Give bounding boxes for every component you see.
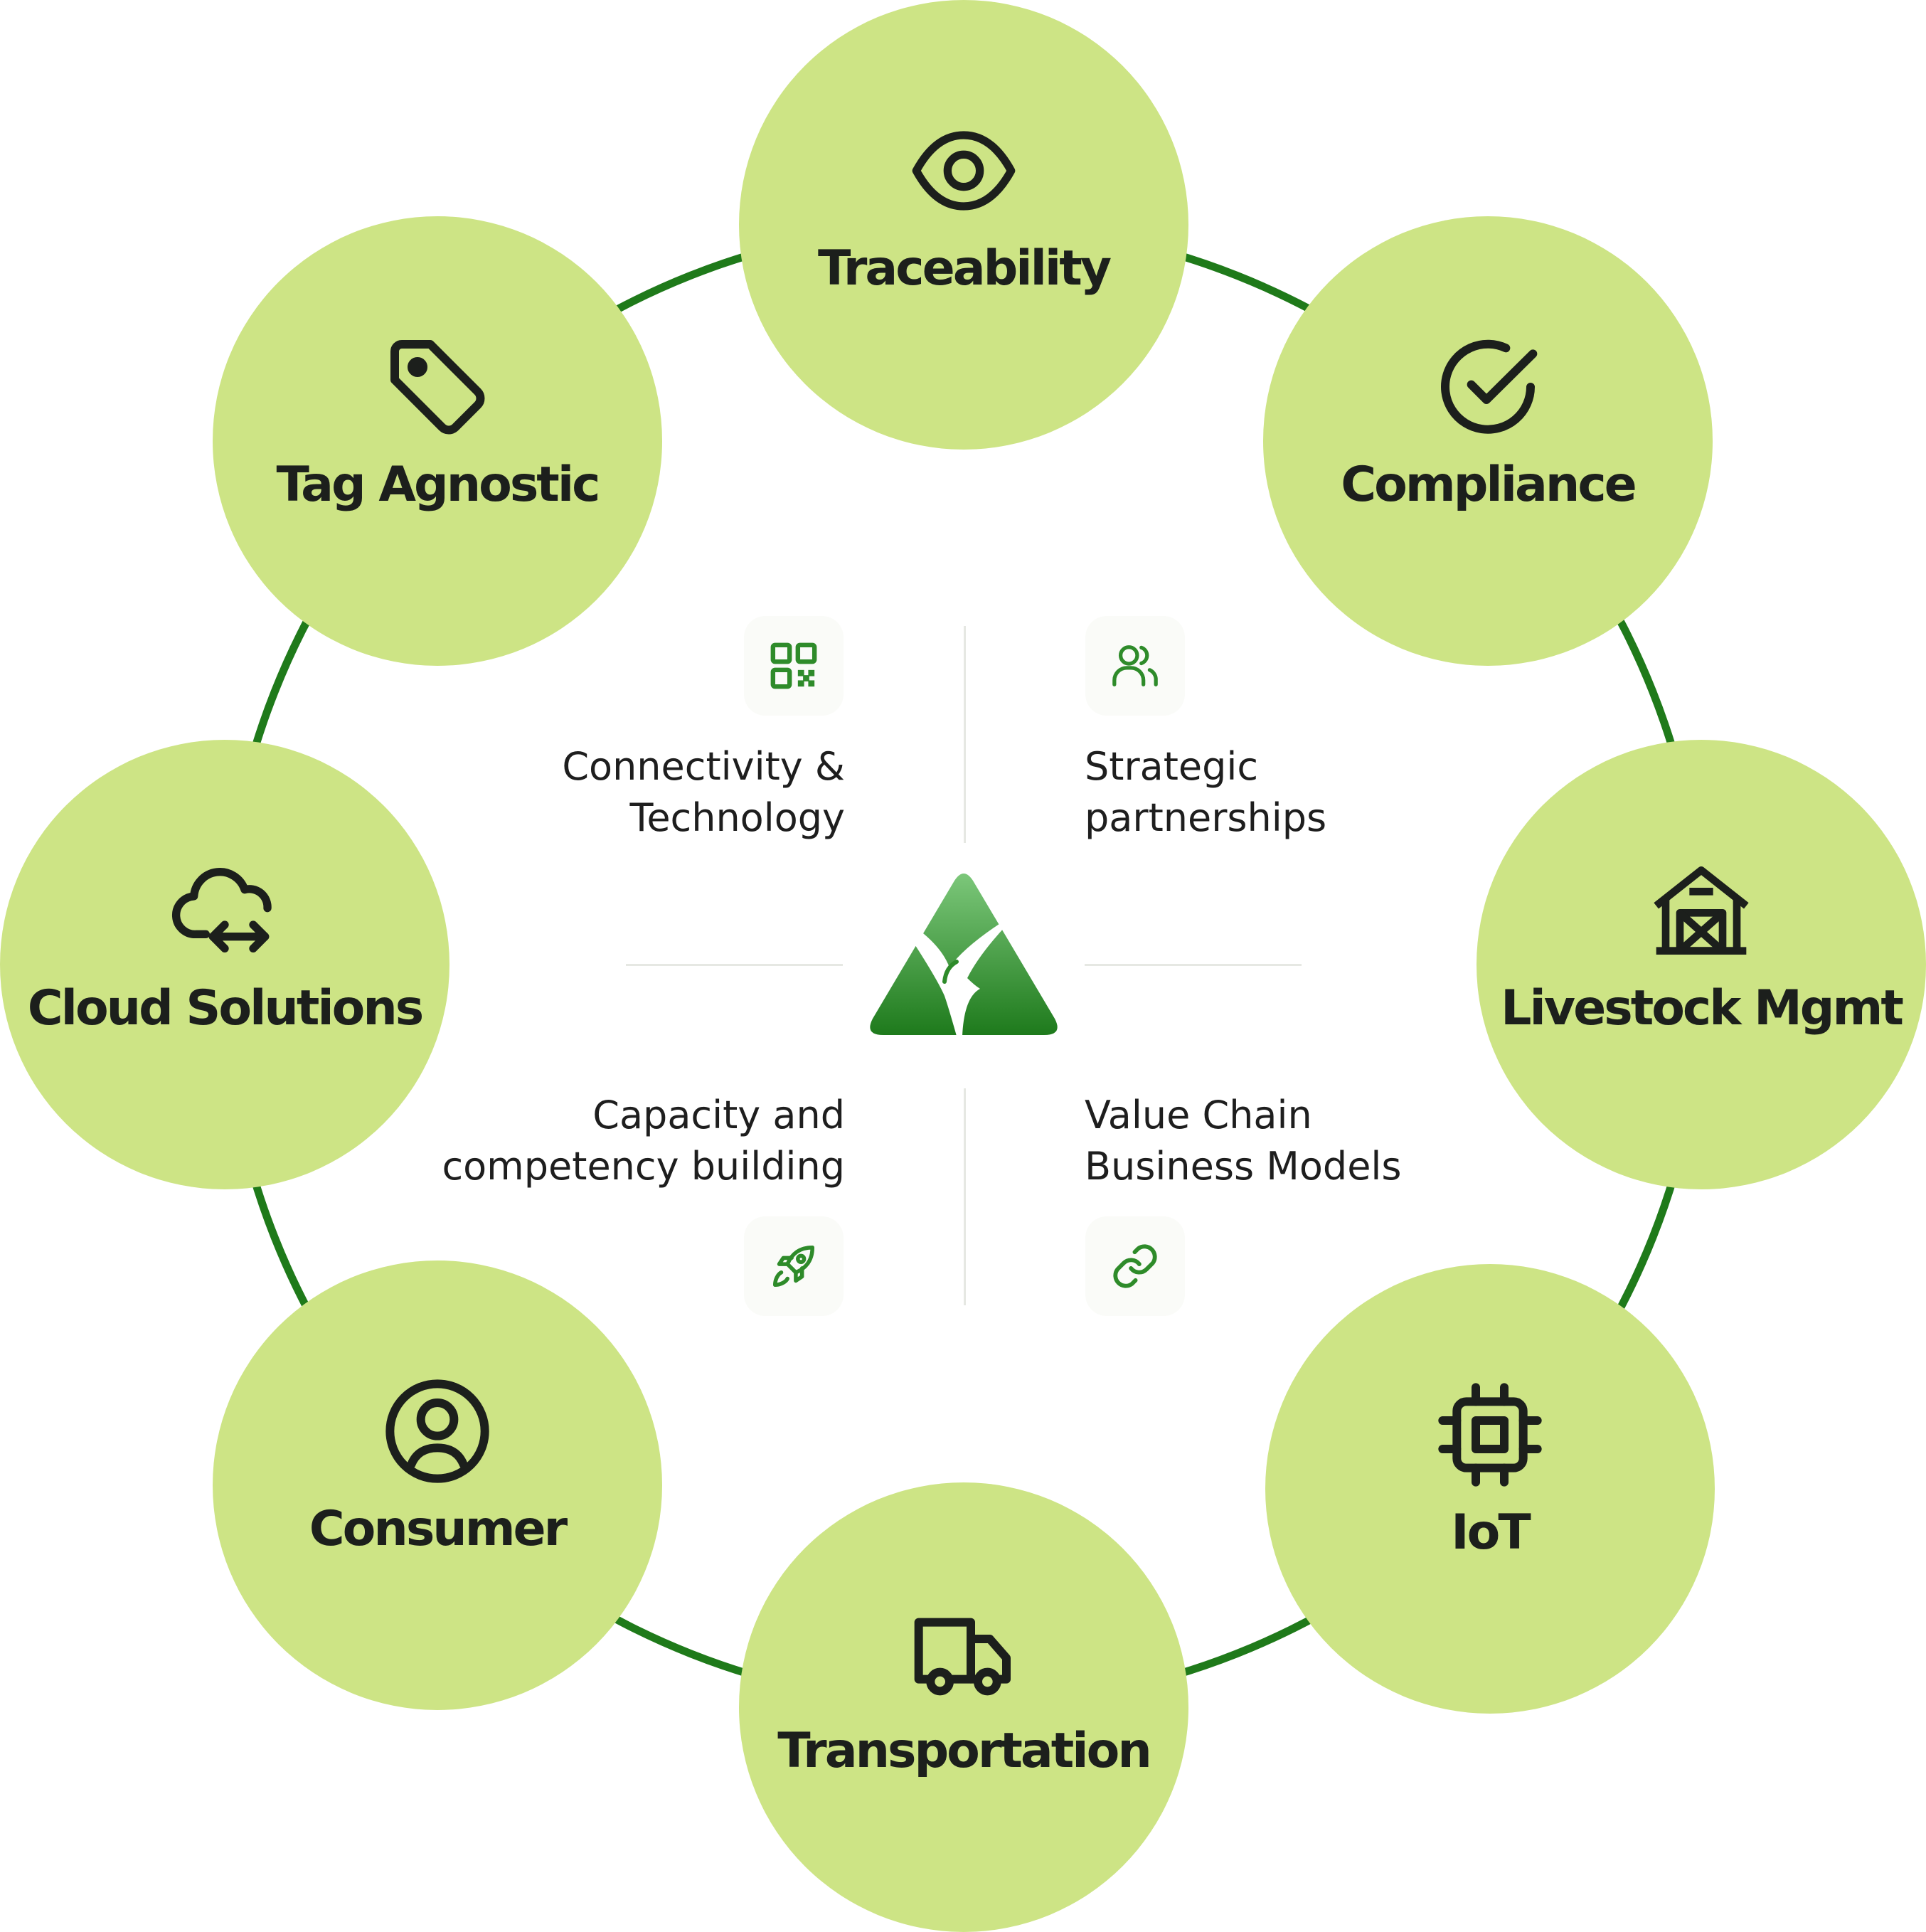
node-traceability: Traceability: [739, 0, 1188, 450]
node-iot: IoT: [1265, 1264, 1715, 1714]
node-tag-agnostic: Tag Agnostic: [213, 216, 662, 666]
pillar-icon-connectivity: [744, 616, 844, 716]
node-transportation: Transportation: [739, 1482, 1188, 1932]
users-icon: [1112, 645, 1158, 686]
pillar-line: Value Chain: [1085, 1093, 1312, 1137]
pillar-line: Strategic: [1085, 744, 1259, 789]
truck-icon: [907, 1596, 1021, 1710]
check-circle-icon: [1431, 330, 1545, 444]
node-cloud-solutions: Cloud Solutions: [0, 740, 449, 1189]
node-compliance: Compliance: [1263, 216, 1713, 666]
pillar-line: Capacity and: [592, 1093, 845, 1137]
node-label: Compliance: [1341, 457, 1637, 513]
pillar-icon-value-chain: [1085, 1216, 1185, 1316]
node-label: Livestock Mgmt: [1501, 980, 1904, 1036]
node-livestock-mgmt: Livestock Mgmt: [1477, 740, 1926, 1189]
qr-code-icon: [770, 642, 817, 689]
node-label: Consumer: [309, 1501, 568, 1557]
pillar-line: competency building: [442, 1144, 845, 1189]
node-label: Tag Agnostic: [276, 457, 601, 513]
pillar-line: Technology: [629, 795, 845, 840]
pillar-line: Business Models: [1085, 1144, 1402, 1189]
company-logo-icon: [870, 874, 1058, 1056]
node-consumer: Consumer: [213, 1260, 662, 1710]
divider-horizontal-left: [626, 964, 843, 966]
node-label: Cloud Solutions: [27, 980, 425, 1036]
pillar-icon-partnerships: [1085, 616, 1185, 716]
divider-vertical-top: [964, 626, 966, 843]
pillar-text-value-chain: Value Chain Business Models: [1085, 1090, 1540, 1192]
pillar-text-capacity: Capacity and competency building: [390, 1090, 845, 1192]
tag-icon: [381, 330, 494, 444]
barn-icon: [1644, 854, 1758, 967]
pillar-text-connectivity: Connectivity & Technology: [390, 741, 845, 844]
node-label: Transportation: [777, 1723, 1151, 1779]
link-icon: [1113, 1244, 1157, 1288]
rocket-icon: [772, 1245, 815, 1288]
node-label: IoT: [1451, 1504, 1531, 1561]
node-label: Traceability: [817, 240, 1112, 297]
pillar-text-partnerships: Strategic partnerships: [1085, 741, 1540, 844]
user-circle-icon: [381, 1374, 494, 1488]
divider-vertical-bottom: [964, 1088, 966, 1305]
eye-icon: [907, 114, 1021, 228]
divider-horizontal-right: [1085, 964, 1302, 966]
cpu-chip-icon: [1433, 1378, 1547, 1492]
cloud-sync-icon: [168, 854, 282, 967]
pillar-line: partnerships: [1085, 795, 1327, 840]
pillar-icon-capacity: [744, 1216, 844, 1316]
pillar-line: Connectivity &: [562, 744, 845, 789]
